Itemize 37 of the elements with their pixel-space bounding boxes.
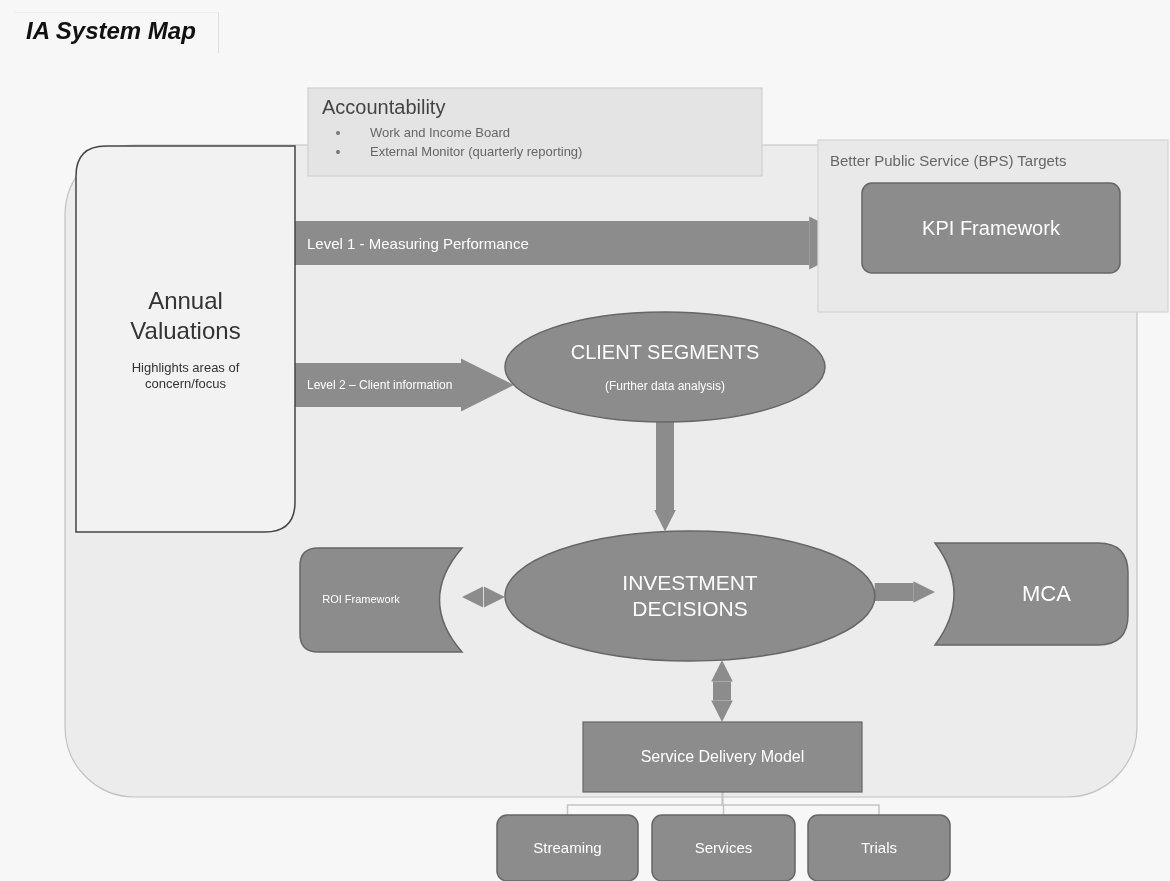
node-label: ROI Framework	[322, 593, 400, 607]
box-heading: Accountability	[322, 96, 446, 119]
process-box	[862, 183, 1120, 273]
framework-shape	[300, 548, 462, 652]
block-arrow	[461, 586, 506, 608]
framework-shape	[935, 543, 1128, 645]
accountability-box	[308, 88, 762, 176]
node-label: INVESTMENT DECISIONS	[621, 569, 759, 622]
process-box	[652, 815, 795, 881]
node-label: Streaming	[533, 838, 602, 858]
bullet-item: External Monitor (quarterly reporting)	[370, 144, 583, 159]
connector-line	[721, 791, 880, 816]
ellipse-node	[505, 531, 875, 661]
edge-label: Level 1 - Measuring Performance	[307, 234, 529, 252]
bullet-item: Work and Income Board	[370, 125, 510, 140]
node-label: Trials	[860, 838, 898, 858]
node-label: KPI Framework	[922, 215, 1060, 241]
block-arrow	[711, 660, 733, 722]
block-arrow	[654, 422, 676, 532]
block-arrow	[295, 358, 514, 412]
node-label: MCA	[1022, 580, 1071, 608]
process-box	[497, 815, 638, 881]
process-box	[76, 146, 295, 532]
node-label: Better Public Service (BPS) Targets	[830, 152, 1067, 171]
targets-panel	[818, 140, 1168, 312]
node-label: Service Delivery Model	[640, 747, 805, 767]
node-label: Services	[694, 838, 753, 858]
process-box	[808, 815, 950, 881]
node-subtext: Highlights areas of concern/focus	[130, 359, 241, 393]
node-label: CLIENT SEGMENTS	[570, 340, 760, 365]
ellipse-node	[505, 312, 825, 422]
edge-label: Level 2 – Client information	[307, 378, 453, 392]
node-label: Annual Valuations	[129, 285, 242, 346]
title: IA System Map	[14, 12, 219, 53]
block-arrow	[874, 581, 935, 603]
process-box	[583, 722, 862, 792]
node-subtext: (Further data analysis)	[604, 379, 725, 394]
